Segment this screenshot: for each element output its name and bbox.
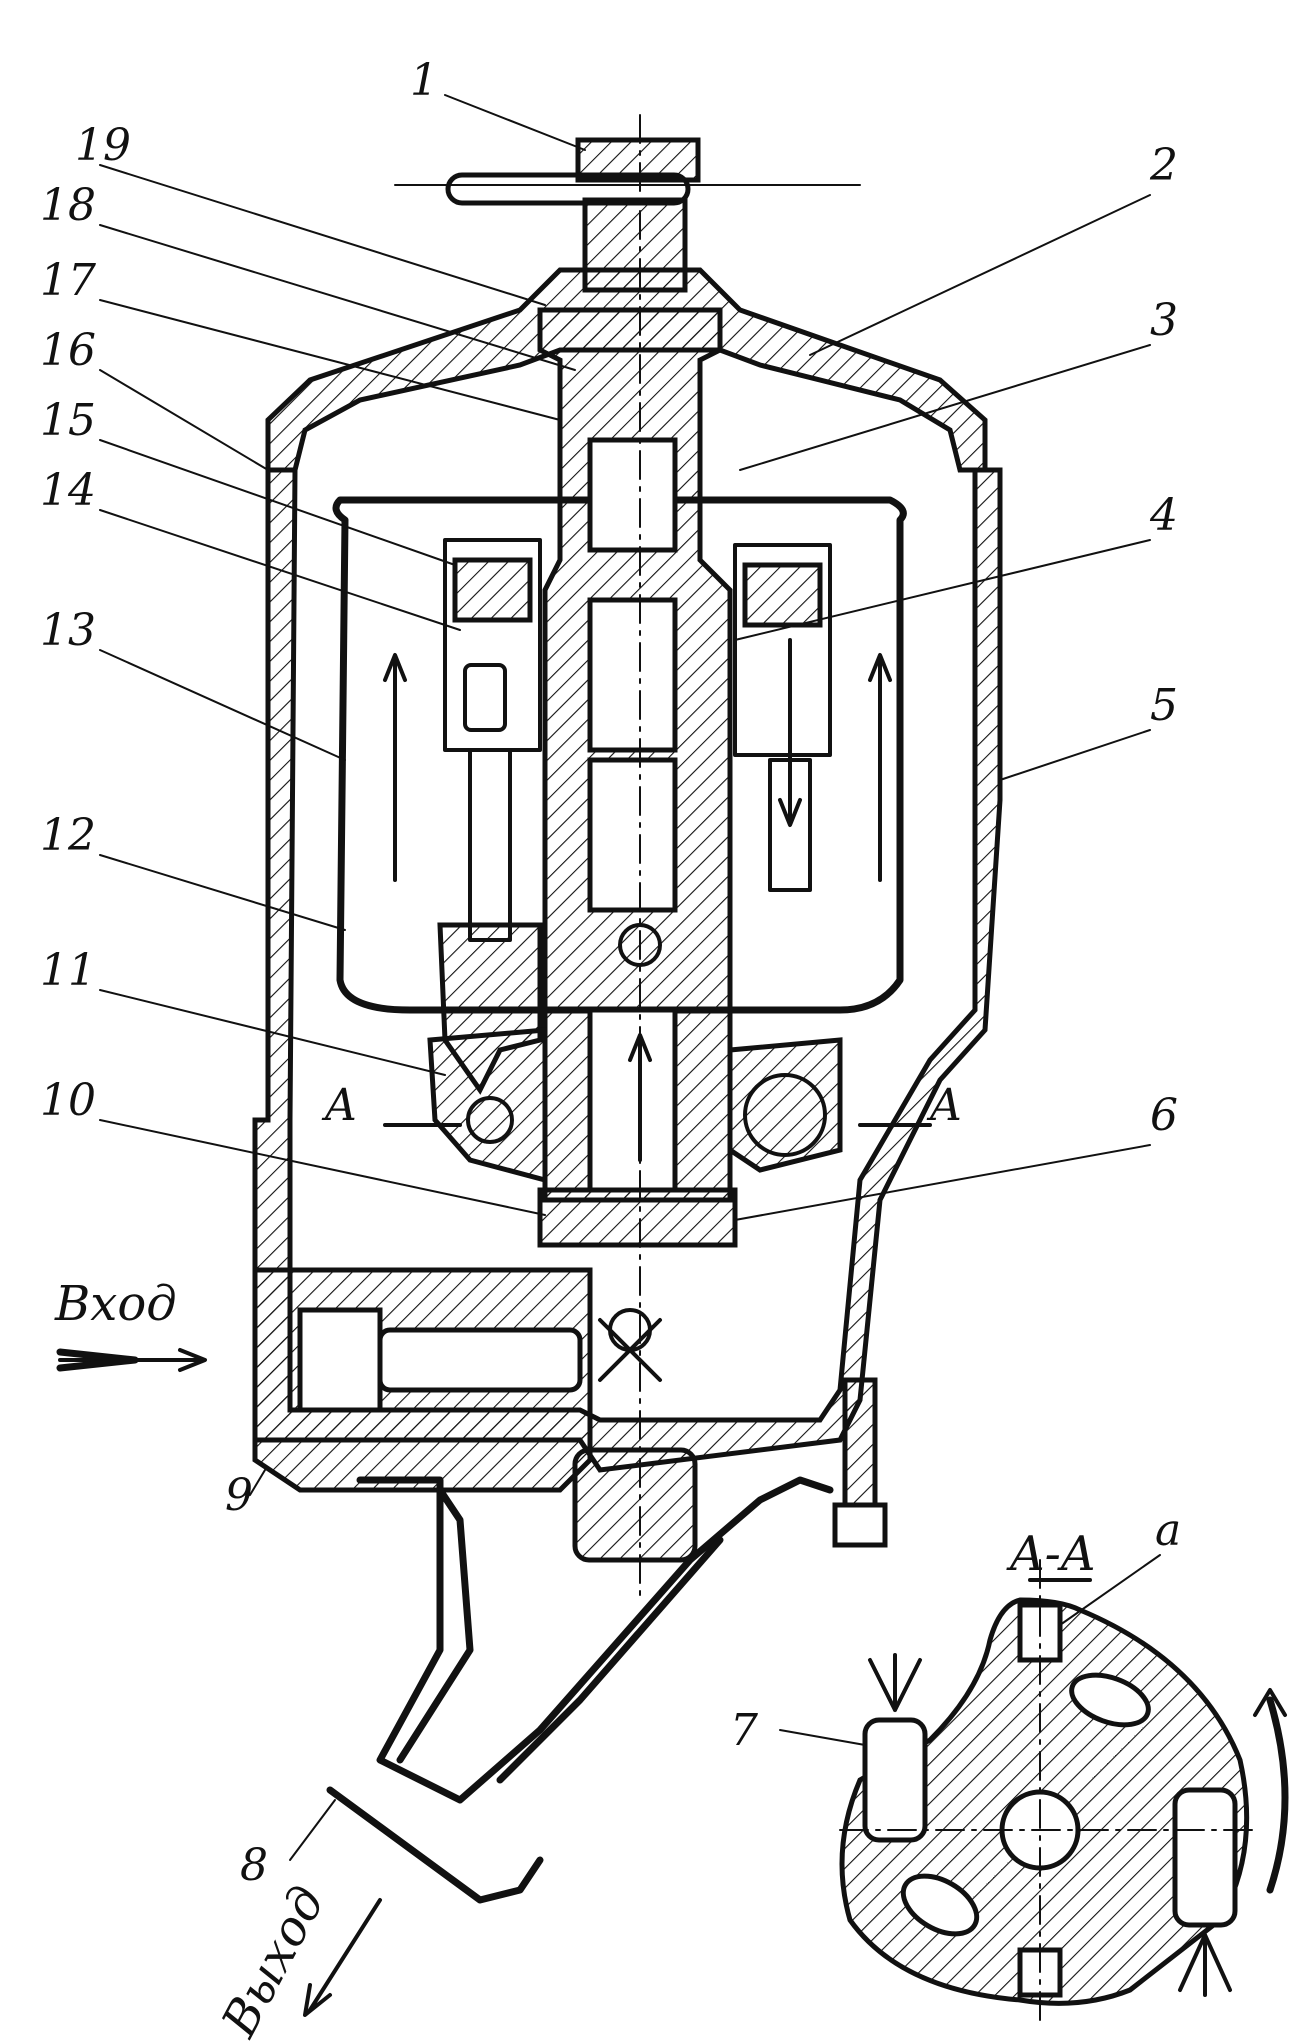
section-slot-upper bbox=[1069, 1672, 1151, 1728]
leader-6 bbox=[734, 1144, 1151, 1221]
filter-assembly bbox=[56, 114, 1003, 2017]
cut-label-left: A bbox=[321, 1080, 357, 1131]
leader-lines bbox=[99, 94, 1161, 1861]
check-ball-upper bbox=[618, 923, 662, 967]
right-port-block bbox=[727, 1037, 843, 1173]
leader-a bbox=[1059, 1554, 1161, 1626]
left-cartridge-spring bbox=[452, 557, 533, 623]
flow-arrow-up-right bbox=[868, 653, 892, 882]
jet-spray-down bbox=[1178, 1933, 1232, 1997]
leader-15 bbox=[99, 439, 456, 566]
inner-container bbox=[332, 496, 907, 1014]
callout-4: 4 bbox=[1149, 490, 1178, 541]
callout-6: 6 bbox=[1150, 1090, 1178, 1141]
callout-10: 10 bbox=[40, 1075, 96, 1126]
section-jet-right bbox=[1172, 1787, 1238, 1928]
rotation-arrowhead bbox=[1253, 1688, 1287, 1717]
rotation-arc bbox=[1266, 1696, 1289, 1894]
leader-19 bbox=[99, 164, 546, 306]
inlet-label: Вход bbox=[54, 1276, 177, 1332]
check-ball-lower bbox=[608, 1308, 652, 1352]
leader-16 bbox=[99, 369, 269, 471]
distributor-plate bbox=[537, 1187, 738, 1248]
outlet-mouth bbox=[326, 1786, 544, 1904]
callout-14: 14 bbox=[40, 465, 96, 516]
callout-2: 2 bbox=[1149, 140, 1178, 191]
callout-labels: 1 2 3 4 5 6 7 8 9 10 11 12 13 14 15 16 1… bbox=[40, 55, 1181, 2043]
right-port-nut bbox=[743, 1073, 827, 1157]
callout-8: 8 bbox=[240, 1840, 268, 1891]
callout-a: a bbox=[1155, 1505, 1181, 1556]
leader-14 bbox=[99, 509, 461, 631]
inlet-fitting bbox=[297, 1307, 383, 1413]
upper-chamber bbox=[587, 597, 678, 753]
jet-spray-up bbox=[868, 1653, 922, 1712]
outlet-pipe-outer bbox=[396, 1486, 724, 1784]
leader-8 bbox=[289, 1799, 336, 1861]
callout-5: 5 bbox=[1150, 680, 1178, 731]
flow-arrows bbox=[56, 638, 892, 2017]
upper-plunger bbox=[587, 437, 678, 553]
section-slot-lower bbox=[900, 1873, 980, 1937]
leader-13 bbox=[99, 649, 346, 761]
leader-1 bbox=[444, 94, 586, 151]
leader-12 bbox=[99, 854, 346, 931]
leader-4 bbox=[734, 539, 1151, 641]
leader-2 bbox=[809, 194, 1151, 356]
flow-arrow-center bbox=[628, 1033, 652, 1162]
outlet-arrow bbox=[303, 1898, 382, 2017]
callout-11: 11 bbox=[40, 945, 96, 996]
right-cartridge-spring bbox=[742, 562, 823, 628]
leader-10 bbox=[99, 1119, 546, 1216]
flow-arrow-up-left bbox=[383, 653, 407, 882]
drain-plug bbox=[572, 1447, 698, 1563]
callout-19: 19 bbox=[75, 120, 131, 171]
callout-13: 13 bbox=[40, 605, 96, 656]
callout-7: 7 bbox=[730, 1705, 758, 1756]
callout-3: 3 bbox=[1150, 295, 1178, 346]
leader-18 bbox=[99, 224, 576, 371]
leader-17 bbox=[99, 299, 561, 421]
lower-chamber bbox=[587, 1007, 678, 1193]
leader-3 bbox=[739, 344, 1151, 471]
outlet-label: Выход bbox=[211, 1877, 336, 2043]
jet-bolt-nut bbox=[832, 1502, 888, 1548]
leader-7 bbox=[779, 1729, 866, 1746]
handle-hub bbox=[575, 137, 701, 183]
mid-chamber bbox=[587, 757, 678, 913]
callout-1: 1 bbox=[410, 55, 438, 106]
cut-label-right: A bbox=[926, 1080, 962, 1131]
right-cartridge bbox=[733, 543, 832, 757]
left-tube bbox=[468, 748, 512, 942]
callout-17: 17 bbox=[40, 255, 96, 306]
section-a-a bbox=[839, 1559, 1289, 2021]
section-title: A-A bbox=[1006, 1526, 1096, 1582]
flow-arrow-down bbox=[778, 638, 802, 827]
leader-11 bbox=[99, 989, 446, 1076]
callout-12: 12 bbox=[40, 810, 96, 861]
left-valve-slot bbox=[463, 663, 507, 732]
left-port-hole bbox=[466, 1096, 514, 1144]
jet-bolt bbox=[842, 1377, 878, 1513]
inlet-arrow-tail bbox=[56, 1348, 139, 1372]
callout-9: 9 bbox=[225, 1470, 253, 1521]
leader-5 bbox=[999, 729, 1151, 781]
inlet-channel bbox=[377, 1327, 583, 1393]
leader-9 bbox=[249, 1469, 266, 1496]
section-jet-left bbox=[862, 1717, 928, 1843]
callout-15: 15 bbox=[40, 395, 96, 446]
left-port-block bbox=[427, 1027, 548, 1184]
callout-18: 18 bbox=[40, 180, 96, 231]
outlet-pipe-inner bbox=[356, 1476, 834, 1804]
callout-16: 16 bbox=[40, 325, 96, 376]
